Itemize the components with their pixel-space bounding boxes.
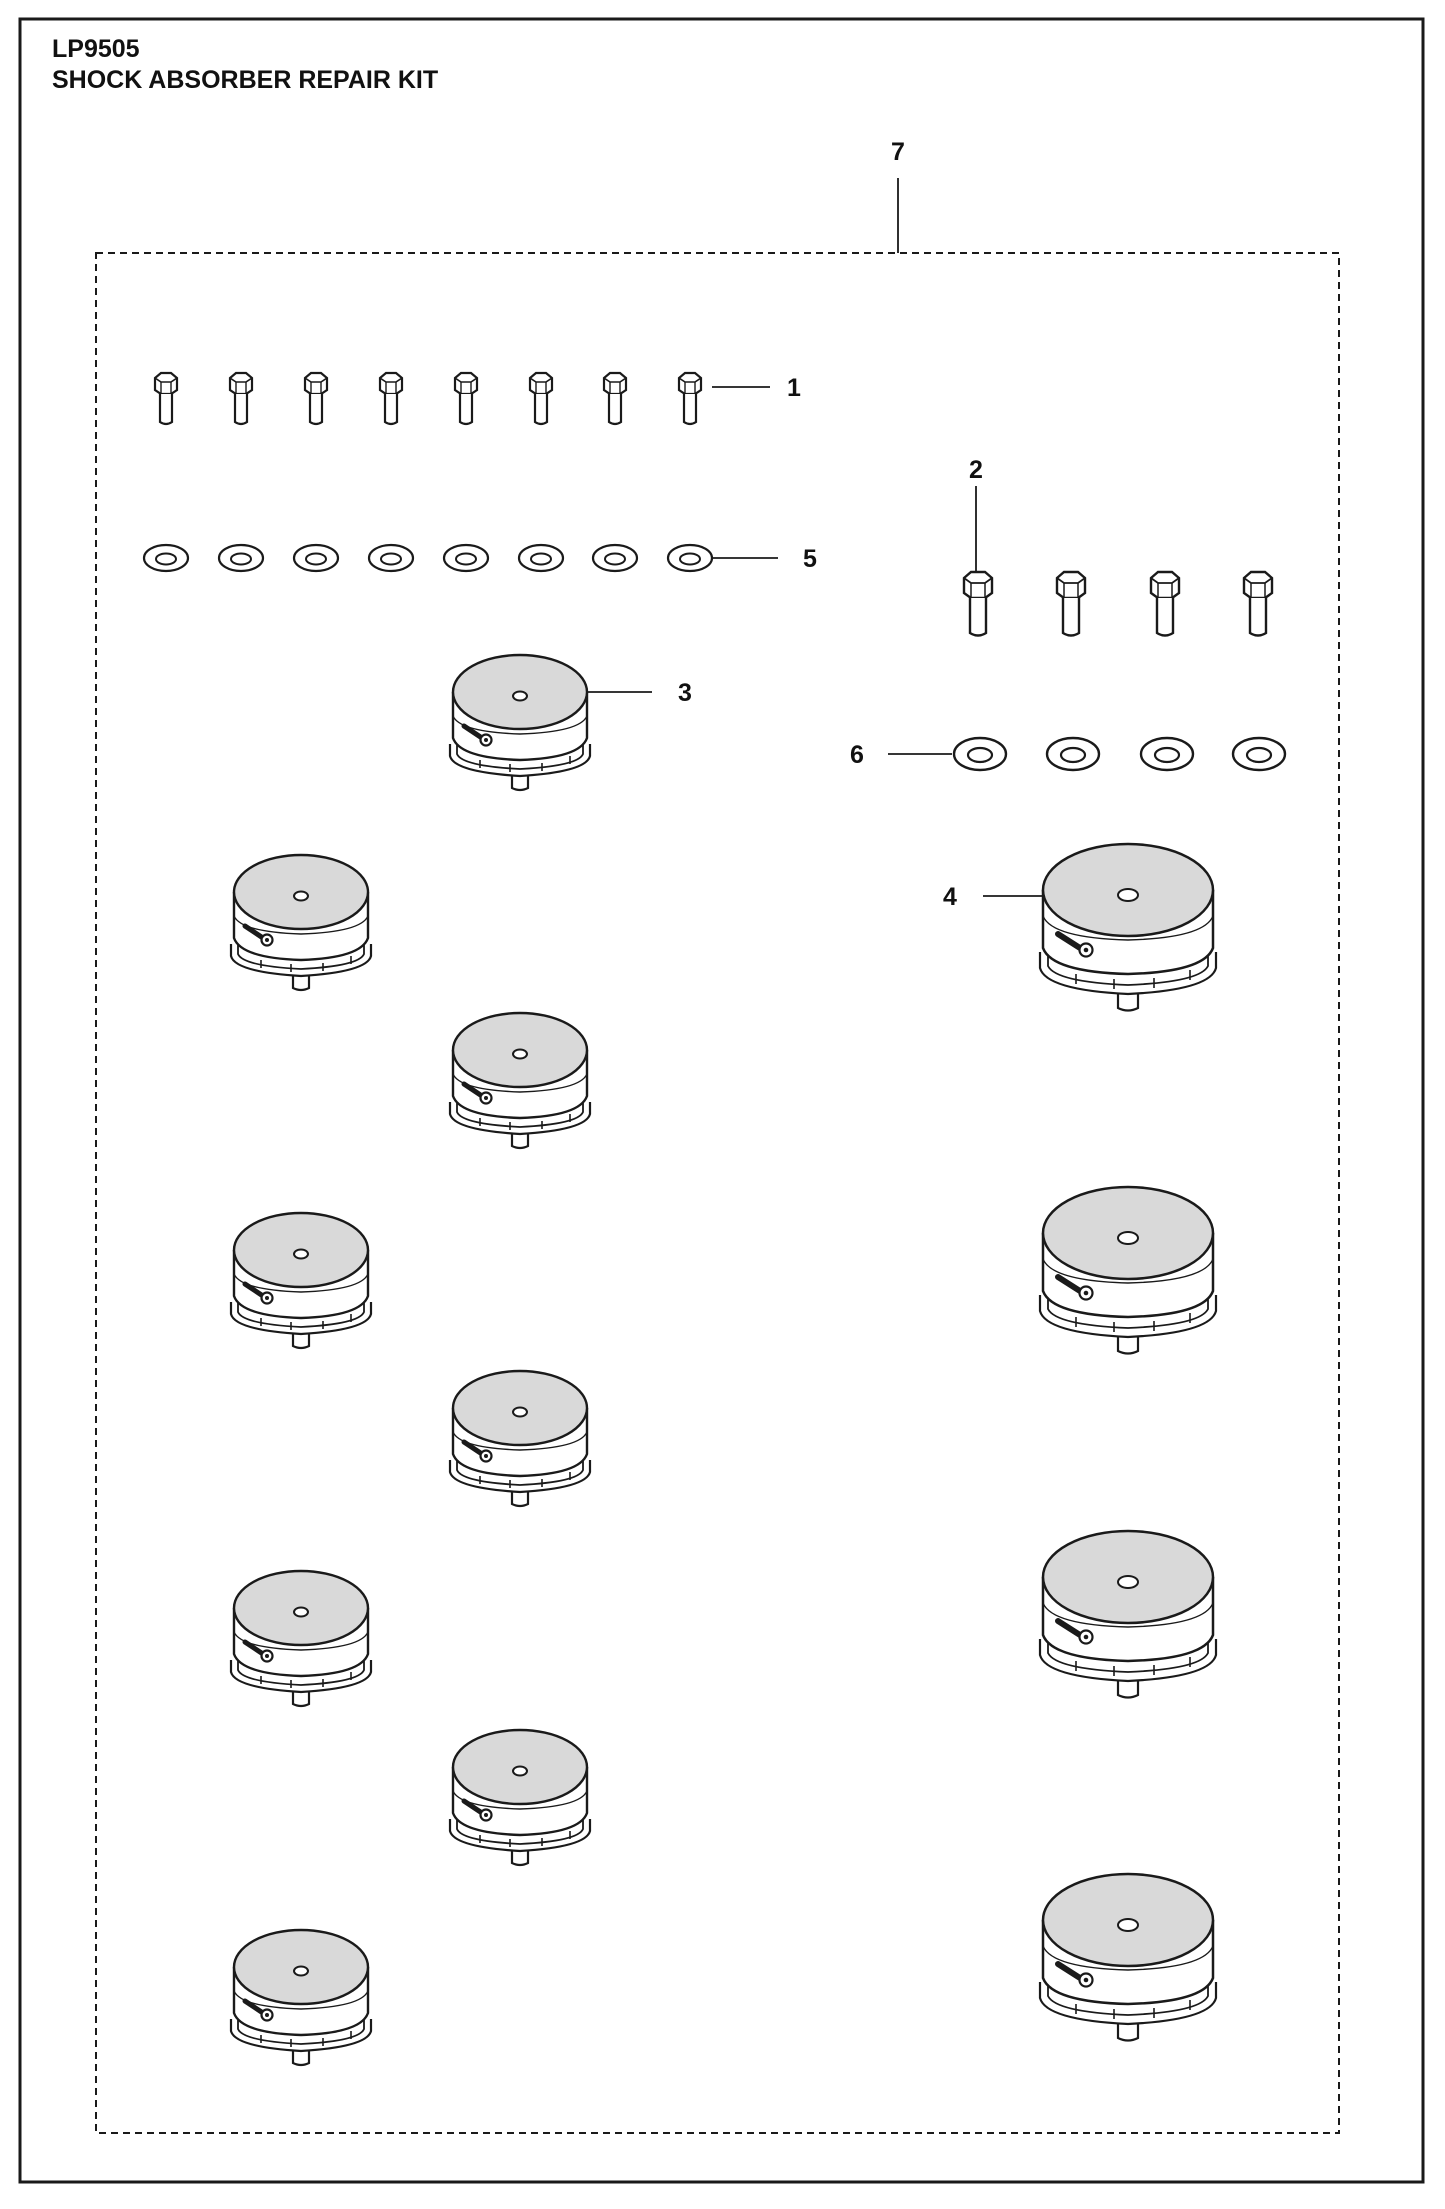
small-bolt-icon [602,371,628,426]
small-washer-icon [292,543,340,573]
small-bolt-icon [528,371,554,426]
small-bolt-icon [228,371,254,426]
callout-2: 2 [969,456,983,484]
drawing-frame [18,17,1425,2184]
kit-code: LP9505 [52,35,140,63]
title-block: LP9505 SHOCK ABSORBER REPAIR KIT [52,34,438,96]
small-mount-icon [450,1013,590,1148]
small-bolt-icon [677,371,703,426]
small-washer-icon [142,543,190,573]
large-mount-icon [1040,844,1216,1011]
small-mount-icon [231,1571,371,1706]
small-bolt-icon [153,371,179,426]
small-washer-icon [442,543,490,573]
callout-3: 3 [678,679,692,707]
callout-4: 4 [943,883,957,911]
large-washer-icon [1231,736,1287,772]
large-mount-icon [1040,1874,1216,2041]
small-washer-icon [666,543,714,573]
large-washer-icon [1139,736,1195,772]
small-bolt-icon [378,371,404,426]
large-washer-row [952,736,1287,772]
small-mount-icon [450,1371,590,1506]
small-mount-icon [450,655,590,790]
small-washer-icon [591,543,639,573]
callout-1: 1 [787,374,801,402]
large-mount-icon [1040,1531,1216,1698]
small-washer-icon [517,543,565,573]
large-bolt-icon [1055,570,1087,637]
small-mount-group [231,655,590,2065]
kit-outline [95,252,1340,2134]
small-bolt-row [153,371,703,426]
small-mount-icon [231,1213,371,1348]
small-washer-icon [217,543,265,573]
small-washer-icon [367,543,415,573]
small-washer-row [142,543,714,573]
small-mount-icon [450,1730,590,1865]
large-washer-icon [1045,736,1101,772]
large-washer-icon [952,736,1008,772]
large-bolt-icon [1149,570,1181,637]
callout-6: 6 [850,741,864,769]
small-mount-icon [231,855,371,990]
small-bolt-icon [453,371,479,426]
large-mount-icon [1040,1187,1216,1354]
small-mount-icon [231,1930,371,2065]
kit-title: SHOCK ABSORBER REPAIR KIT [52,66,439,94]
large-mount-group [1040,844,1216,2041]
large-bolt-icon [962,570,994,637]
large-bolt-row [962,570,1274,637]
callout-7: 7 [891,138,905,166]
leader-lines [587,178,1042,897]
large-bolt-icon [1242,570,1274,637]
small-bolt-icon [303,371,329,426]
callout-5: 5 [803,545,817,573]
